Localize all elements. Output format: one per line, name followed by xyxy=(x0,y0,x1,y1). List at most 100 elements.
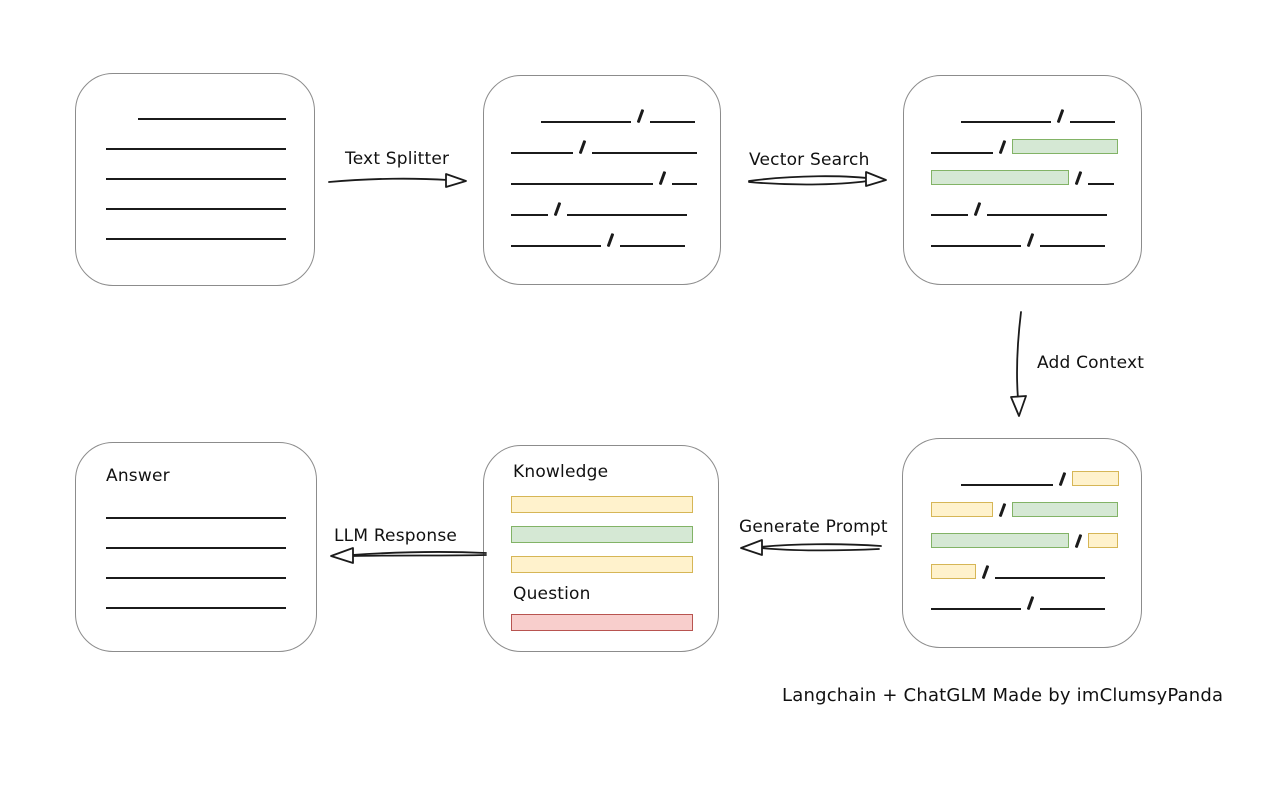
slash-separator xyxy=(1074,170,1082,186)
highlight-chunk-green xyxy=(1011,139,1118,154)
text-line xyxy=(106,208,286,210)
content-row xyxy=(106,180,286,210)
content-row xyxy=(511,123,697,155)
text-line xyxy=(541,121,631,123)
knowledge-bars xyxy=(511,496,693,586)
slash-separator xyxy=(1058,471,1066,487)
llm-response-arrow xyxy=(330,547,487,564)
green-bar xyxy=(511,526,693,543)
content-row xyxy=(931,154,1118,186)
indent-spacer xyxy=(931,122,961,123)
text-line xyxy=(106,547,286,549)
credit-caption: Langchain + ChatGLM Made by imClumsyPand… xyxy=(782,685,1224,706)
content-row xyxy=(106,579,286,609)
yellow-bar xyxy=(511,496,693,513)
text-line xyxy=(1069,121,1115,123)
text-line xyxy=(511,245,601,247)
text-line xyxy=(591,152,697,154)
split-chunks-lines xyxy=(511,92,697,248)
text-splitter-arrow xyxy=(328,173,467,188)
text-line xyxy=(1087,183,1114,185)
text-line xyxy=(106,607,286,609)
text-line xyxy=(961,121,1051,123)
slash-separator xyxy=(973,201,981,217)
text-line xyxy=(1039,245,1105,247)
text-line xyxy=(649,121,695,123)
red-bar xyxy=(511,614,693,631)
question-label: Question xyxy=(513,584,591,604)
slash-separator xyxy=(998,139,1006,155)
llm-response-label: LLM Response xyxy=(334,526,458,546)
text-line xyxy=(106,148,286,150)
generate-prompt-label: Generate Prompt xyxy=(739,517,888,537)
vector-search-arrow xyxy=(748,171,887,187)
text-line xyxy=(511,152,573,154)
text-line xyxy=(566,214,687,216)
slash-separator xyxy=(553,201,561,217)
content-row xyxy=(931,92,1118,124)
text-line xyxy=(511,183,653,185)
text-line xyxy=(106,238,286,240)
vector-results-lines xyxy=(931,92,1118,248)
add-context-label: Add Context xyxy=(1037,353,1145,373)
text-line xyxy=(511,214,548,216)
text-line xyxy=(986,214,1107,216)
slash-separator xyxy=(998,502,1006,518)
highlight-chunk-green xyxy=(931,533,1069,548)
highlight-chunk-green xyxy=(1011,502,1118,517)
answer-box: Answer xyxy=(75,442,317,652)
text-line xyxy=(931,608,1021,610)
text-line xyxy=(619,245,685,247)
context-lines xyxy=(931,455,1119,611)
slash-separator xyxy=(606,232,614,248)
indent-spacer xyxy=(106,119,138,120)
vector-results-box xyxy=(903,75,1142,285)
text-line xyxy=(671,183,697,185)
content-row xyxy=(511,92,697,124)
answer-label: Answer xyxy=(106,466,170,486)
question-bars xyxy=(511,614,693,644)
content-row xyxy=(106,519,286,549)
prompt-box: Knowledge Question xyxy=(483,445,719,652)
split-chunks-box xyxy=(483,75,721,285)
slash-separator xyxy=(1056,108,1064,124)
highlight-chunk-yellow xyxy=(1071,471,1119,486)
highlight-chunk-yellow xyxy=(931,502,993,517)
content-row xyxy=(931,517,1119,549)
vector-search-label: Vector Search xyxy=(749,150,870,170)
content-row xyxy=(931,548,1119,580)
slash-separator xyxy=(658,170,666,186)
text-line xyxy=(138,118,286,120)
text-line xyxy=(931,214,968,216)
slash-separator xyxy=(1074,533,1082,549)
content-row xyxy=(511,185,697,217)
content-row xyxy=(106,489,286,519)
content-row xyxy=(931,455,1119,487)
answer-lines xyxy=(106,489,286,609)
content-row xyxy=(931,185,1118,217)
document-box xyxy=(75,73,315,286)
content-row xyxy=(931,123,1118,155)
yellow-bar xyxy=(511,556,693,573)
slash-separator xyxy=(1026,595,1034,611)
generate-prompt-arrow xyxy=(740,539,882,556)
content-row xyxy=(931,579,1119,611)
text-line xyxy=(1039,608,1105,610)
slash-separator xyxy=(981,564,989,580)
content-row xyxy=(931,216,1118,248)
context-box xyxy=(902,438,1142,648)
content-row xyxy=(931,486,1119,518)
indent-spacer xyxy=(511,122,541,123)
text-splitter-label: Text Splitter xyxy=(345,149,450,169)
content-row xyxy=(106,90,286,120)
text-line xyxy=(106,178,286,180)
content-row xyxy=(106,549,286,579)
indent-spacer xyxy=(931,485,961,486)
content-row xyxy=(106,210,286,240)
add-context-arrow xyxy=(1010,311,1027,417)
slash-separator xyxy=(578,139,586,155)
text-line xyxy=(994,577,1105,579)
highlight-chunk-green xyxy=(931,170,1069,185)
content-row xyxy=(511,216,697,248)
